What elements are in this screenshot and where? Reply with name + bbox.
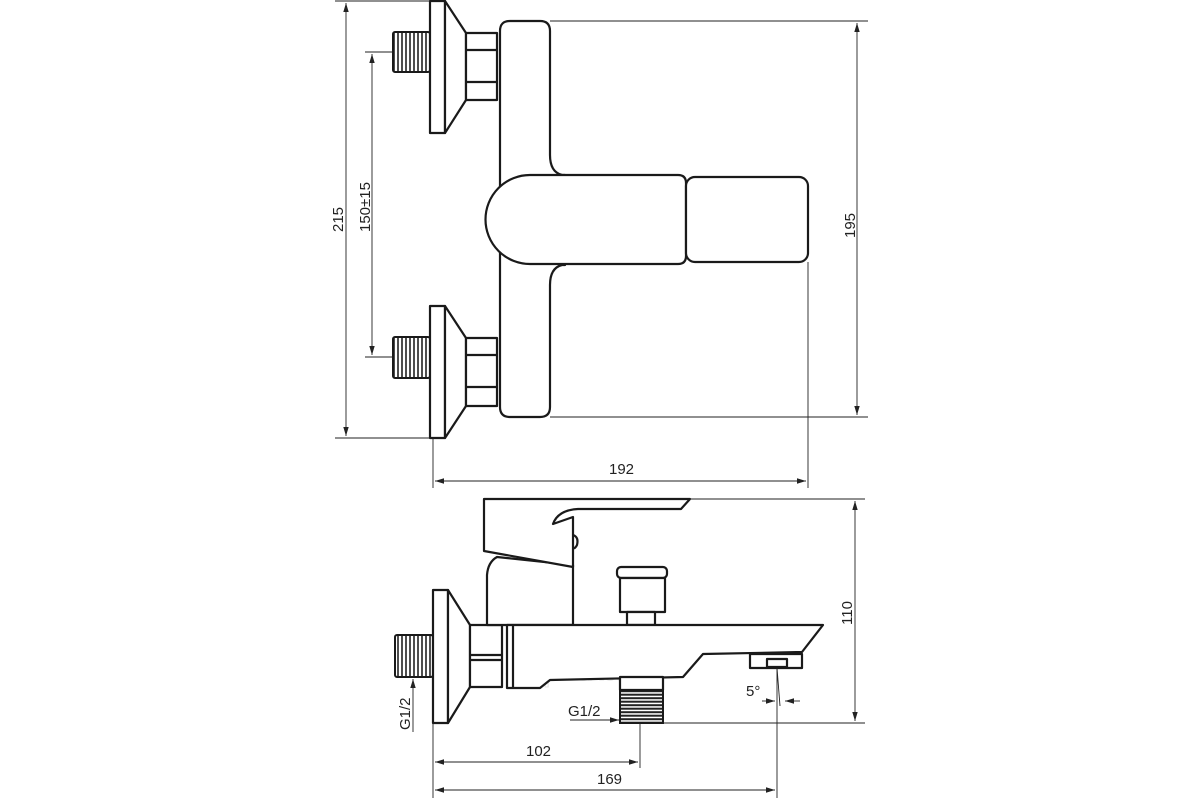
lower-flange	[428, 304, 447, 440]
outlet-thread	[619, 689, 664, 724]
dim-projection: 192	[609, 461, 634, 478]
upper-thread	[392, 31, 431, 73]
inlet-thread-label: G1/2	[397, 697, 414, 730]
lever-handle	[484, 173, 688, 266]
outlet-thread-label: G1/2	[568, 703, 601, 720]
side-dimensions: 110 102 169 5° G1/2 G1/2	[397, 498, 865, 798]
front-view: 215 150±15 195 192	[330, 0, 868, 488]
upper-nut	[464, 31, 499, 102]
diverter-stem	[625, 610, 657, 627]
lower-thread	[392, 336, 431, 379]
side-flange	[431, 588, 450, 725]
side-inlet-thread	[394, 634, 434, 678]
upper-cone	[443, 0, 468, 135]
diverter-body	[618, 576, 667, 614]
lower-cone	[443, 304, 468, 440]
dim-spout-angle: 5°	[746, 683, 760, 700]
dim-overall-height: 215	[330, 207, 347, 232]
dim-body-height: 195	[842, 213, 859, 238]
cartridge-body	[485, 555, 575, 627]
lever-grip	[684, 175, 810, 264]
handle-pin	[572, 533, 579, 550]
dim-inlet-spacing: 150±15	[357, 182, 374, 232]
lower-inlet	[392, 304, 499, 440]
upper-inlet	[392, 0, 499, 135]
dim-outlet-distance: 102	[526, 743, 551, 760]
aerator-insert	[765, 657, 789, 669]
dim-spout-reach: 169	[597, 771, 622, 788]
spout	[505, 623, 825, 690]
side-view: 3dplitka.ru 110 102 169	[394, 497, 865, 798]
diverter-cap	[615, 565, 669, 580]
upper-flange	[428, 0, 447, 135]
dim-height: 110	[839, 601, 856, 625]
side-handle	[482, 497, 692, 569]
front-dimensions: 215 150±15 195 192	[330, 0, 868, 488]
side-cone	[446, 588, 472, 725]
lower-nut	[464, 336, 499, 408]
outlet-collar	[618, 675, 665, 692]
